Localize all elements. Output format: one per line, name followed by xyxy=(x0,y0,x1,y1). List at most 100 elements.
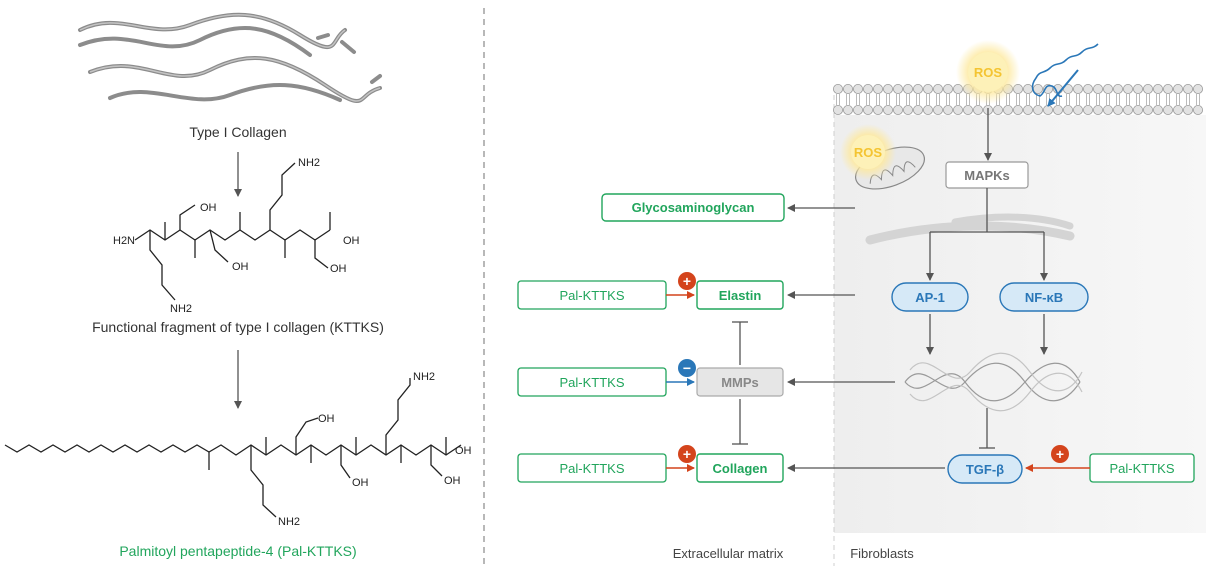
lipid-head xyxy=(1063,105,1074,116)
lipid-head xyxy=(1163,84,1174,95)
chem-oh-1: OH xyxy=(200,202,217,214)
ros-label-mito: ROS xyxy=(854,145,883,160)
nfkb-label: NF-κB xyxy=(1025,290,1063,305)
uv-wave-icon xyxy=(1031,43,1099,98)
chem-nh2-4: NH2 xyxy=(278,516,300,528)
lipid-head xyxy=(923,84,934,95)
glycosaminoglycan-label: Glycosaminoglycan xyxy=(632,200,755,215)
lipid-head xyxy=(1103,105,1114,116)
kttks-label: Functional fragment of type I collagen (… xyxy=(92,319,384,335)
lipid-head xyxy=(853,105,864,116)
lipid-head xyxy=(1093,84,1104,95)
organelle-curve-icon xyxy=(865,221,1075,245)
pal-kttks-label-tgfb: Pal-KTTKS xyxy=(1109,461,1174,476)
lipid-head xyxy=(993,105,1004,116)
lipid-head xyxy=(1043,84,1054,95)
lipid-head xyxy=(1173,105,1184,116)
lipid-head xyxy=(973,105,984,116)
lipid-head xyxy=(1193,105,1204,116)
lipid-head xyxy=(1073,84,1084,95)
lipid-head xyxy=(843,105,854,116)
lipid-head xyxy=(893,84,904,95)
elastin-label: Elastin xyxy=(719,288,762,303)
pal-kttks-label-collagen: Pal-KTTKS xyxy=(559,461,624,476)
pal-kttks-label-mmps: Pal-KTTKS xyxy=(559,375,624,390)
lipid-head xyxy=(873,105,884,116)
chem-oh-4: OH xyxy=(330,263,347,275)
palkttks-label: Palmitoyl pentapeptide-4 (Pal-KTTKS) xyxy=(119,543,356,559)
lipid-head xyxy=(1043,105,1054,116)
lipid-head xyxy=(883,105,894,116)
lipid-head xyxy=(863,84,874,95)
lipid-head xyxy=(913,105,924,116)
chem-nh2-2: NH2 xyxy=(170,303,192,315)
lipid-head xyxy=(1053,105,1064,116)
lipid-head xyxy=(1143,84,1154,95)
collagen-label: Collagen xyxy=(713,461,768,476)
lipid-head xyxy=(1083,84,1094,95)
lipid-head xyxy=(1153,105,1164,116)
chem-oh-7: OH xyxy=(352,477,369,489)
elastin-box xyxy=(696,280,784,310)
chem-nh2-1: NH2 xyxy=(298,157,320,169)
plus-sign-icon xyxy=(1051,445,1069,463)
lipid-head xyxy=(843,84,854,95)
glycosaminoglycan-box xyxy=(601,193,785,222)
mmps-box xyxy=(696,367,784,397)
lipid-head xyxy=(963,105,974,116)
mapks-label: MAPKs xyxy=(964,168,1010,183)
fibroblasts-label: Fibroblasts xyxy=(850,546,914,561)
lipid-head xyxy=(1013,105,1024,116)
lipid-head xyxy=(923,105,934,116)
ap1-pill xyxy=(891,282,969,312)
lipid-head xyxy=(1183,84,1194,95)
ros-label-top: ROS xyxy=(974,65,1003,80)
lipid-head xyxy=(1133,84,1144,95)
plus-sign-tgfb: + xyxy=(1056,446,1064,462)
lipid-head xyxy=(883,84,894,95)
lipid-head xyxy=(1033,105,1044,116)
lipid-head xyxy=(943,84,954,95)
lipid-head xyxy=(1083,105,1094,116)
lipid-head xyxy=(853,84,864,95)
lipid-head xyxy=(1153,84,1164,95)
plus-sign-icon xyxy=(678,445,696,463)
nfkb-pill xyxy=(999,282,1089,312)
chem-oh-5: OH xyxy=(318,413,335,425)
lipid-head xyxy=(873,84,884,95)
chem-nh2-3: NH2 xyxy=(413,371,435,383)
lipid-head xyxy=(1023,84,1034,95)
lipid-head xyxy=(933,84,944,95)
mmps-label: MMPs xyxy=(721,375,759,390)
chem-oh-3: OH xyxy=(343,235,360,247)
plus-sign-collagen: + xyxy=(683,446,691,462)
extracellular-matrix-label: Extracellular matrix xyxy=(673,546,784,561)
chem-oh-6: OH xyxy=(455,445,472,457)
lipid-head xyxy=(903,84,914,95)
collagen-box xyxy=(696,453,784,483)
minus-sign-icon xyxy=(678,359,696,377)
lipid-head xyxy=(1183,105,1194,116)
lipid-head xyxy=(1073,105,1084,116)
tgfb-pill xyxy=(947,454,1023,484)
lipid-head xyxy=(913,84,924,95)
lipid-head xyxy=(943,105,954,116)
lipid-head xyxy=(1123,84,1134,95)
lipid-head xyxy=(1123,105,1134,116)
tgfb-label: TGF-β xyxy=(966,462,1004,477)
lipid-head xyxy=(1143,105,1154,116)
lipid-head xyxy=(863,105,874,116)
minus-sign-mmps: − xyxy=(683,360,691,376)
dna-helix-icon xyxy=(904,352,1083,412)
lipid-head xyxy=(1093,105,1104,116)
lipid-head xyxy=(1173,84,1184,95)
pal-kttks-label-elastin: Pal-KTTKS xyxy=(559,288,624,303)
lipid-head xyxy=(1113,105,1124,116)
lipid-head xyxy=(893,105,904,116)
cell-membrane-icon xyxy=(833,84,1204,116)
lipid-head xyxy=(1163,105,1174,116)
plus-sign-elastin: + xyxy=(683,273,691,289)
lipid-head xyxy=(933,105,944,116)
lipid-head xyxy=(833,105,844,116)
